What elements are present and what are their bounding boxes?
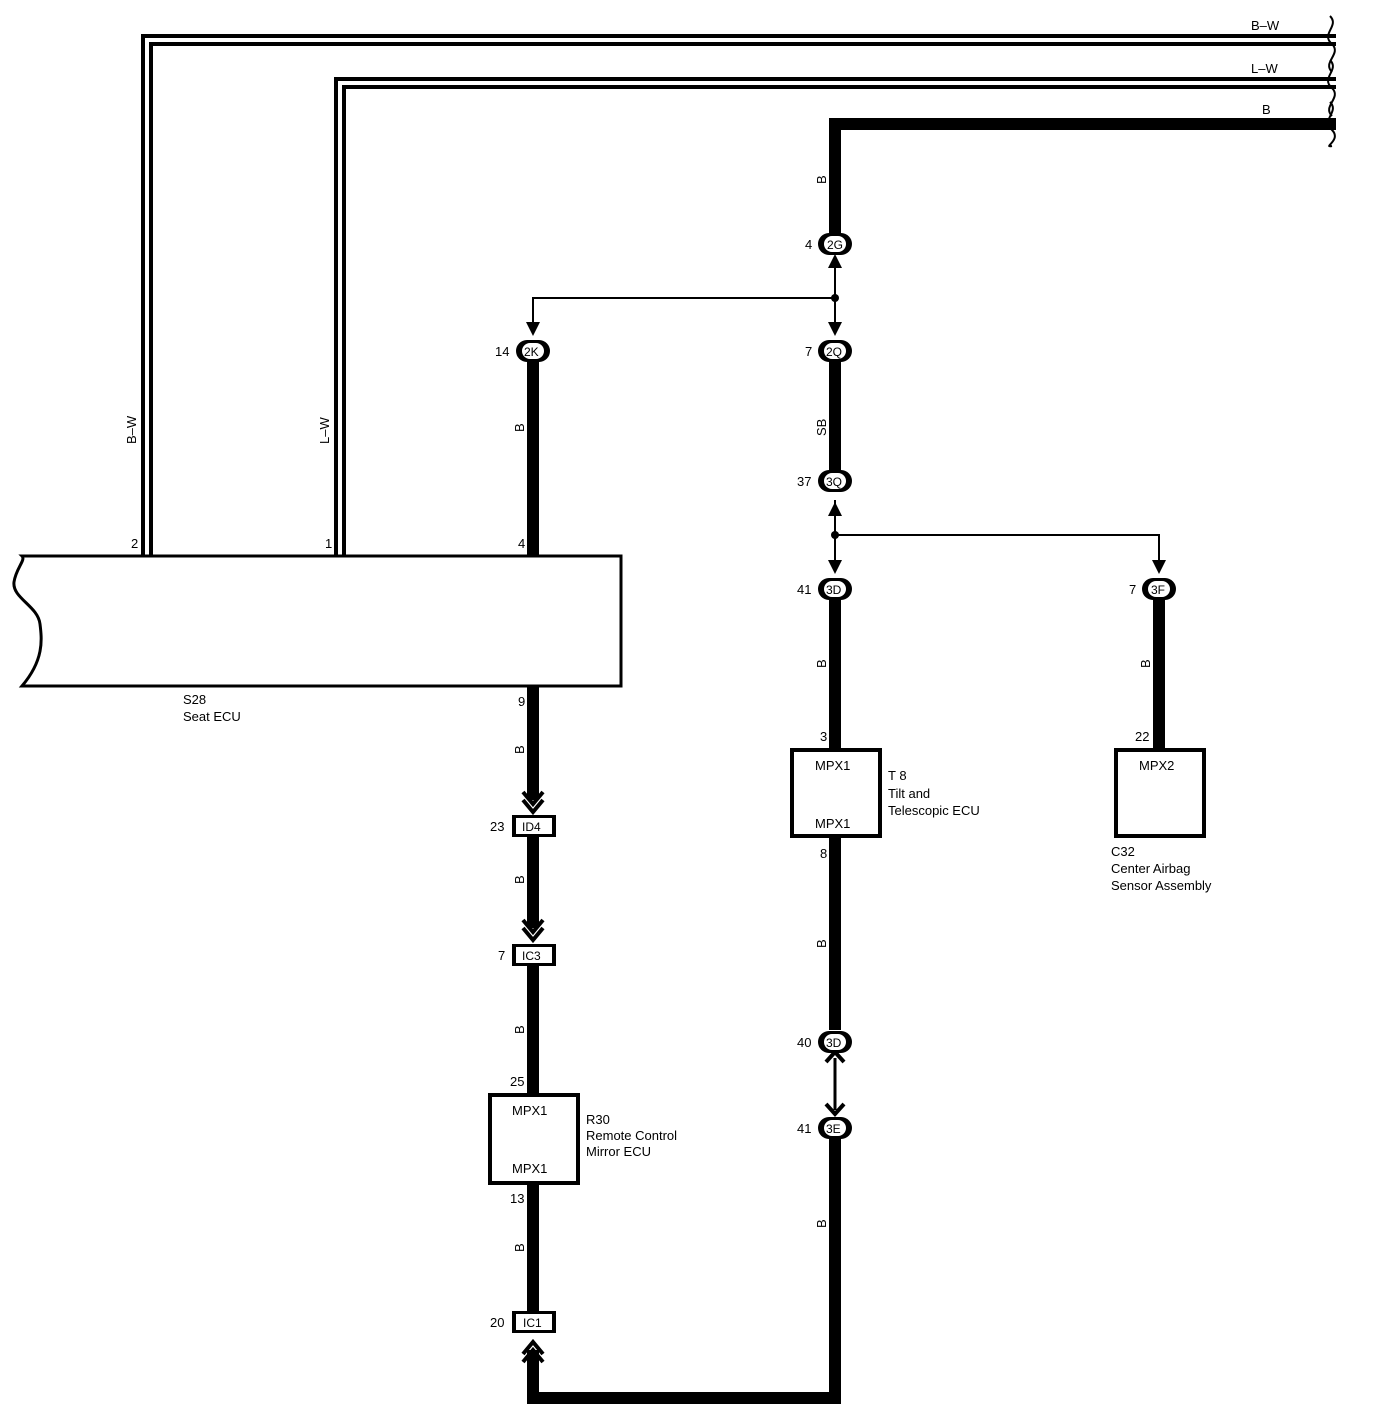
seat-ecu-code: S28 (183, 692, 206, 707)
r30-name-line2: Mirror ECU (586, 1144, 651, 1159)
connector-2q-pin: 7 (805, 344, 812, 359)
connector-id4: ID4 23 (490, 815, 556, 837)
component-t8: MPX1 MPX1 3 8 T 8 Tilt and Telescopic EC… (790, 729, 980, 861)
t8-top-label: MPX1 (815, 758, 850, 773)
connector-2g-pin: 4 (805, 237, 812, 252)
connector-3d-bottom-code: 3D (826, 1036, 842, 1050)
connector-2q: 2Q 7 (805, 340, 852, 362)
splice-lines (532, 262, 1160, 568)
connector-2k-code: 2K (524, 345, 539, 359)
wire-color-main-top: B (814, 175, 829, 184)
connector-3e-code: 3E (826, 1122, 841, 1136)
connector-3d-top: 3D 41 (797, 578, 852, 600)
connector-ic1-code: IC1 (523, 1316, 542, 1330)
wire-color-id4-to-ic3: B (512, 875, 527, 884)
seat-ecu-pin-2: 2 (131, 536, 138, 551)
wire-color-mid-2q-3q: SB (814, 419, 829, 436)
connector-id4-pin: 23 (490, 819, 504, 834)
connector-3e: 3E 41 (797, 1117, 852, 1139)
connector-3q-pin: 37 (797, 474, 811, 489)
wire-color-mid-3d-t8: B (814, 659, 829, 668)
wire-bw (141, 34, 1336, 556)
c32-top-label: MPX2 (1139, 758, 1174, 773)
wire-label-lw-top: L–W (1251, 61, 1278, 76)
connector-2k-pin: 14 (495, 344, 509, 359)
wire-color-left-2k: B (512, 423, 527, 432)
connector-3d-top-pin: 41 (797, 582, 811, 597)
wire-label-lw-vertical: L–W (317, 417, 332, 444)
connector-ic3-code: IC3 (522, 949, 541, 963)
connector-ic1-pin: 20 (490, 1315, 504, 1330)
wire-break-marks (1327, 15, 1336, 148)
wire-color-seat-to-id4: B (512, 745, 527, 754)
t8-pin-top: 3 (820, 729, 827, 744)
wire-color-3e-down: B (814, 1219, 829, 1228)
connector-ic3-pin: 7 (498, 948, 505, 963)
connector-id4-code: ID4 (522, 820, 541, 834)
seat-ecu-block (12, 554, 623, 688)
connector-3e-pin: 41 (797, 1121, 811, 1136)
connector-3q: 3Q 37 (797, 470, 852, 492)
t8-code: T 8 (888, 768, 907, 783)
r30-name-line1: Remote Control (586, 1128, 677, 1143)
connector-2g-code: 2G (827, 238, 843, 252)
c32-name-line1: Center Airbag (1111, 861, 1191, 876)
splice-dot-lower (831, 531, 839, 539)
connector-3f-pin: 7 (1129, 582, 1136, 597)
connector-3d-bottom: 3D 40 (797, 1031, 852, 1053)
component-c32: MPX2 22 C32 Center Airbag Sensor Assembl… (1111, 729, 1212, 893)
c32-code: C32 (1111, 844, 1135, 859)
seat-ecu-pin-4: 4 (518, 536, 525, 551)
t8-bottom-label: MPX1 (815, 816, 850, 831)
t8-name-line1: Tilt and (888, 786, 930, 801)
connector-3f: 3F 7 (1129, 578, 1176, 600)
connector-3f-code: 3F (1151, 583, 1165, 597)
wire-color-t8-to-3d: B (814, 939, 829, 948)
connector-ic1: IC1 20 (490, 1311, 556, 1333)
splice-dot-upper (831, 294, 839, 302)
connector-3d-top-code: 3D (826, 583, 842, 597)
c32-name-line2: Sensor Assembly (1111, 878, 1212, 893)
t8-name-line2: Telescopic ECU (888, 803, 980, 818)
connector-2q-code: 2Q (826, 345, 842, 359)
component-r30: MPX1 MPX1 25 13 R30 Remote Control Mirro… (488, 1074, 677, 1206)
connector-2k: 2K 14 (495, 340, 550, 362)
wire-color-right-3f: B (1138, 659, 1153, 668)
connector-3q-code: 3Q (826, 475, 842, 489)
wire-color-ic3-to-r30: B (512, 1025, 527, 1034)
connector-2g: 2G 4 (805, 233, 852, 255)
wire-label-b-top: B (1262, 102, 1271, 117)
seat-ecu-name: Seat ECU (183, 709, 241, 724)
wire-b-main (829, 118, 1336, 244)
connector-3d-bottom-pin: 40 (797, 1035, 811, 1050)
thick-chevrons (521, 790, 846, 1364)
thick-wires (527, 360, 1165, 1404)
wire-label-bw-vertical: B–W (124, 415, 139, 444)
wire-label-bw-top: B–W (1251, 18, 1280, 33)
wire-lw (334, 77, 1336, 556)
wire-color-r30-to-ic1: B (512, 1243, 527, 1252)
c32-pin-top: 22 (1135, 729, 1149, 744)
r30-pin-bottom: 13 (510, 1191, 524, 1206)
connector-ic3: IC3 7 (498, 944, 556, 966)
seat-ecu-pin-1: 1 (325, 536, 332, 551)
splice-arrows (526, 254, 1166, 574)
r30-pin-top: 25 (510, 1074, 524, 1089)
t8-pin-bottom: 8 (820, 846, 827, 861)
r30-top-label: MPX1 (512, 1103, 547, 1118)
r30-bottom-label: MPX1 (512, 1161, 547, 1176)
r30-code: R30 (586, 1112, 610, 1127)
seat-ecu-pin-9: 9 (518, 694, 525, 709)
